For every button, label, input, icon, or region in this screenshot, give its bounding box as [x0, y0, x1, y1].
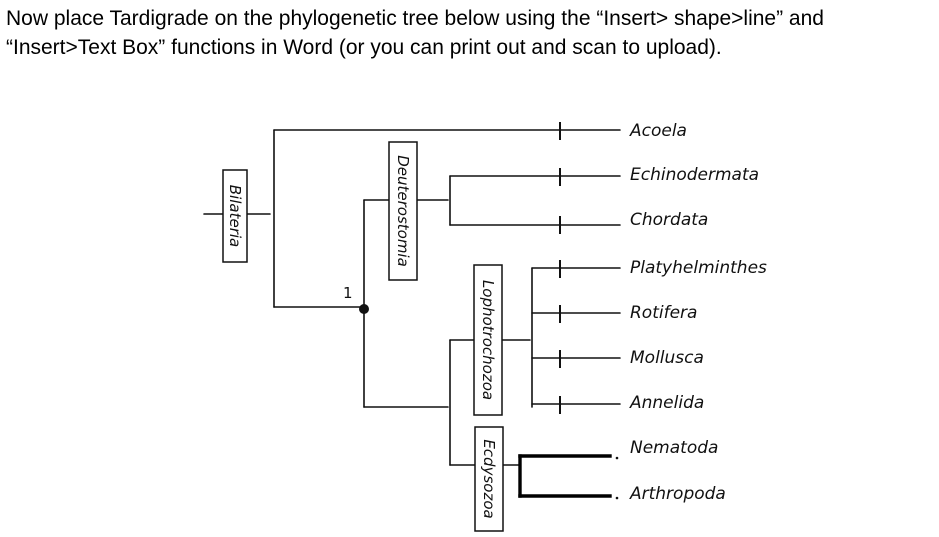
taxon-chordata: Chordata [630, 210, 708, 230]
arthropoda-endpoint [615, 496, 619, 500]
bilateria-label: Bilateria [226, 185, 244, 247]
deuterostomia-label: Deuterostomia [394, 155, 412, 267]
taxon-arthropoda: Arthropoda [629, 484, 726, 504]
ecdysozoa-label: Ecdysozoa [480, 439, 498, 518]
taxon-echinodermata: Echinodermata [630, 165, 759, 185]
taxon-mollusca: Mollusca [630, 348, 704, 368]
ecdysozoa-box: Ecdysozoa [474, 426, 504, 532]
lophotrochozoa-box: Lophotrochozoa [473, 264, 503, 416]
taxon-platyhelminthes: Platyhelminthes [630, 258, 767, 278]
taxon-acoela: Acoela [629, 121, 687, 141]
instructions-line-1: Now place Tardigrade on the phylogenetic… [6, 7, 824, 30]
instructions-text: Now place Tardigrade on the phylogenetic… [6, 4, 936, 62]
lophotrochozoa-label: Lophotrochozoa [479, 280, 497, 400]
bilateria-box: Bilateria [222, 169, 248, 263]
node-1-label: 1 [343, 284, 353, 302]
taxon-nematoda: Nematoda [630, 438, 718, 458]
deuterostomia-box: Deuterostomia [388, 141, 418, 281]
taxon-rotifera: Rotifera [630, 303, 697, 323]
instructions-line-2: “Insert>Text Box” functions in Word (or … [6, 36, 722, 59]
node-1-marker [359, 304, 369, 314]
nematoda-endpoint [615, 456, 619, 460]
taxon-annelida: Annelida [629, 393, 704, 413]
